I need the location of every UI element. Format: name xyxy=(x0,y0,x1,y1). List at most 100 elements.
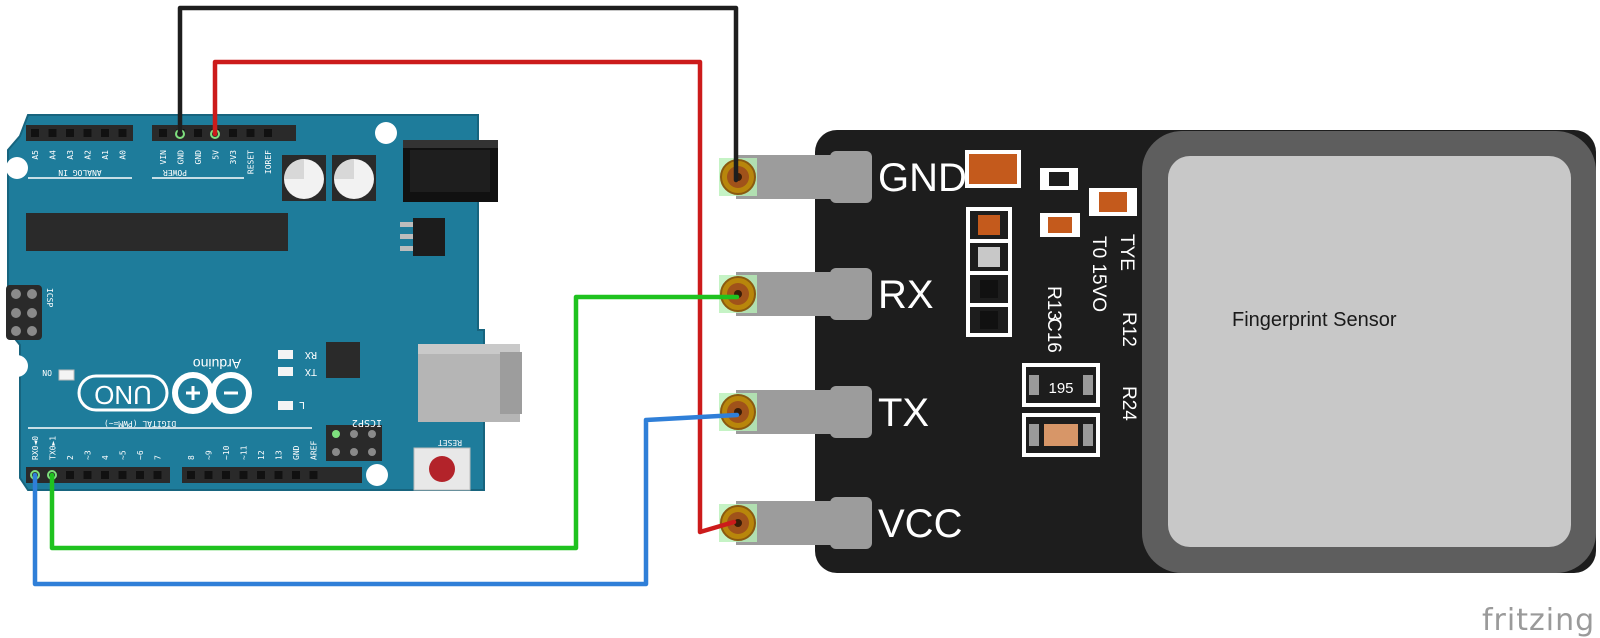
pin-hole[interactable] xyxy=(48,129,57,137)
digital-header-low xyxy=(26,467,170,483)
pin-hole[interactable] xyxy=(101,471,109,479)
pin-hole[interactable] xyxy=(239,471,248,479)
dc-power-jack xyxy=(403,140,498,202)
reset-button[interactable] xyxy=(413,447,471,491)
pin-hole[interactable] xyxy=(153,471,162,479)
usb-serial-chip xyxy=(326,342,360,378)
sensor-pin-label-vcc: VCC xyxy=(878,502,962,546)
pin-hole[interactable] xyxy=(66,129,74,137)
silk-label-t015vo: T0 15VO xyxy=(1088,236,1109,312)
pin-hole[interactable] xyxy=(101,129,109,137)
pin-label: ~6 xyxy=(136,450,145,460)
l-led-label: L xyxy=(299,399,305,410)
usb-b-connector xyxy=(418,344,522,422)
pin-hole[interactable] xyxy=(309,471,318,479)
pin-label: A1 xyxy=(101,150,110,160)
sensor-pin-vcc[interactable] xyxy=(719,497,872,549)
smd-resistor xyxy=(1089,188,1137,216)
smd-resistor-195: 195 xyxy=(1022,363,1100,407)
on-led-label: ON xyxy=(42,368,52,377)
pin-label: VIN xyxy=(159,150,168,165)
silk-label-c16: C16 xyxy=(1043,318,1064,353)
pin-label: A4 xyxy=(49,150,58,160)
pin-label: 12 xyxy=(257,450,266,460)
pin-hole[interactable] xyxy=(118,129,127,137)
tx-led xyxy=(278,367,293,376)
capacitor xyxy=(332,155,376,201)
model-label: UNO xyxy=(94,380,152,410)
analog-header xyxy=(26,125,133,141)
mounting-hole xyxy=(6,355,28,377)
pin-label: IOREF xyxy=(264,150,273,174)
pin-label: ~5 xyxy=(119,450,128,460)
pin-hole[interactable] xyxy=(83,471,92,479)
pin-hole[interactable] xyxy=(257,471,265,479)
sensor-pin-label-gnd: GND xyxy=(878,156,967,200)
mounting-hole xyxy=(375,122,397,144)
wire-5v[interactable] xyxy=(212,59,737,535)
brand-label: Arduino xyxy=(193,356,241,372)
pin-label: TX0►1 xyxy=(49,436,58,460)
icsp-label: ICSP xyxy=(45,288,54,307)
l-led xyxy=(278,401,293,410)
sensor-pin-rx[interactable] xyxy=(719,268,872,320)
pin-hole[interactable] xyxy=(204,471,213,479)
rx-led xyxy=(278,350,293,359)
pin-hole[interactable] xyxy=(187,471,195,479)
wire-rx-to-tx[interactable] xyxy=(32,412,740,587)
smd-capacitor xyxy=(965,150,1021,188)
silk-label-r13: R13 xyxy=(1043,286,1064,321)
icsp2-header xyxy=(326,425,382,461)
pin-label: 13 xyxy=(275,450,284,460)
arduino-pcb xyxy=(7,114,485,491)
pin-hole[interactable] xyxy=(246,129,255,137)
icsp-header xyxy=(6,285,42,340)
pin-hole[interactable] xyxy=(66,471,74,479)
pin-hole[interactable] xyxy=(83,129,92,137)
analog-pin-holes xyxy=(31,129,127,137)
capacitor xyxy=(282,155,326,201)
pin-hole[interactable] xyxy=(292,471,300,479)
pin-hole[interactable] xyxy=(31,129,39,137)
wires xyxy=(32,5,740,587)
pin-hole[interactable] xyxy=(264,129,272,137)
pin-label: RX0◄0 xyxy=(31,436,40,460)
silk-label-r24: R24 xyxy=(1118,386,1139,421)
pin-label: GND xyxy=(177,150,186,165)
sensor-pin-gnd[interactable] xyxy=(719,151,872,203)
pin-label: GND xyxy=(194,150,203,165)
fritzing-watermark: fritzing xyxy=(1482,603,1595,638)
pin-label: A0 xyxy=(119,150,128,160)
pin-hole[interactable] xyxy=(274,471,283,479)
analog-header-label: ANALOG IN xyxy=(58,168,102,177)
smd-resistor xyxy=(1022,413,1100,457)
pin-hole[interactable] xyxy=(136,471,144,479)
arduino-logo: UNO Arduino xyxy=(77,356,252,414)
mounting-hole xyxy=(6,157,28,179)
digital-header-label: DIGITAL (PWM=~) xyxy=(104,419,176,428)
smd-resistor xyxy=(1040,213,1080,237)
pin-label: 3V3 xyxy=(229,150,238,165)
wire-tx-to-rx[interactable] xyxy=(49,294,740,551)
sensor-pin-tx[interactable] xyxy=(719,386,872,438)
sensor-window[interactable] xyxy=(1168,156,1571,547)
pin-hole[interactable] xyxy=(159,129,167,137)
icsp2-label: ICSP2 xyxy=(352,417,382,428)
wire-gnd[interactable] xyxy=(177,5,739,183)
pin-label: ~10 xyxy=(222,445,231,460)
pin-label: 5V xyxy=(212,150,221,160)
pin-hole[interactable] xyxy=(118,471,127,479)
pin-label: ~3 xyxy=(84,450,93,460)
pin-hole[interactable] xyxy=(194,129,202,137)
pin-hole[interactable] xyxy=(229,129,237,137)
sensor-window-label: Fingerprint Sensor xyxy=(1232,309,1397,331)
mounting-hole xyxy=(366,464,388,486)
pin-hole[interactable] xyxy=(222,471,230,479)
microcontroller-chip xyxy=(26,213,288,251)
pin-label: RESET xyxy=(247,150,256,174)
sensor-pin-label-rx: RX xyxy=(878,273,934,317)
